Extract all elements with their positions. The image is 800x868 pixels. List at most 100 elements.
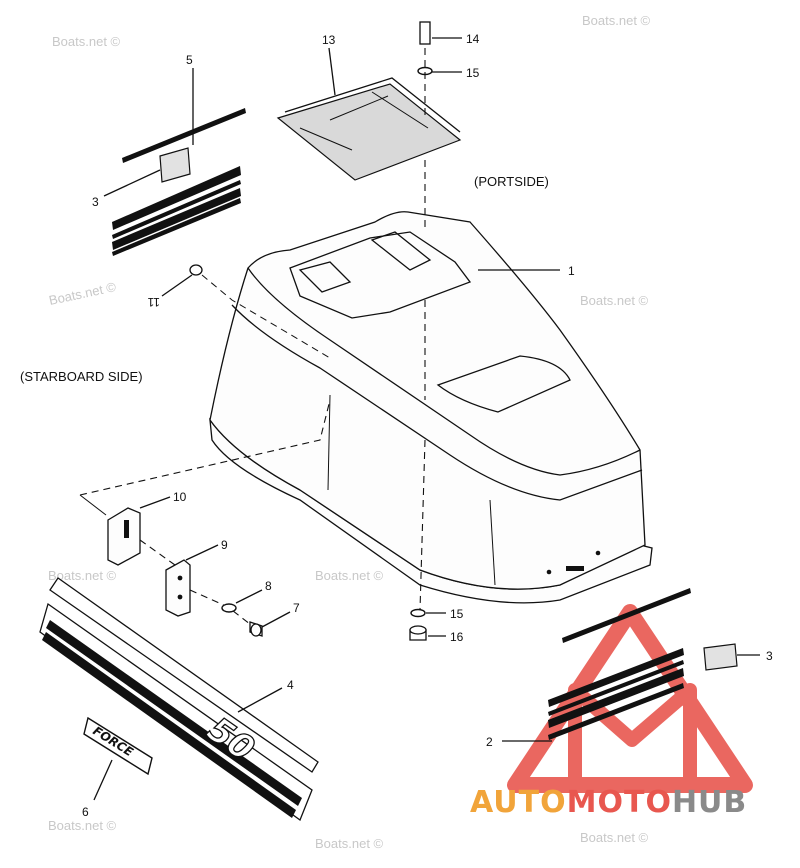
portside-caption: (PORTSIDE) — [474, 174, 549, 189]
cowl-recess — [436, 355, 571, 413]
leader-line — [161, 274, 193, 297]
callout-5: 5 — [186, 53, 193, 67]
decal-band — [49, 577, 319, 773]
cowl-hole — [546, 569, 552, 575]
watermark: Boats.net © — [580, 293, 649, 308]
watermark: Boats.net © — [580, 830, 649, 845]
callout-2: 2 — [486, 735, 493, 749]
assembly-line — [419, 48, 426, 611]
decal-stripe — [42, 632, 296, 818]
badge-plate — [83, 716, 153, 776]
leader-line — [93, 759, 113, 801]
assembly-line — [201, 274, 331, 359]
callout-9: 9 — [221, 538, 228, 552]
callout-numbers: 5 3 11 13 14 15 1 10 9 8 7 15 16 4 6 2 3 — [82, 32, 773, 819]
callout-3: 3 — [92, 195, 99, 209]
cowl-shoulder-line — [231, 304, 643, 501]
watermark: Boats.net © — [48, 818, 117, 833]
nut-top — [409, 625, 427, 635]
cowl-mount-boss — [298, 261, 352, 293]
stripe-decal — [112, 198, 241, 256]
callout-3: 3 — [766, 649, 773, 663]
callout-15: 15 — [450, 607, 464, 621]
washer-icon — [410, 608, 426, 618]
fasteners-vertical — [409, 21, 433, 641]
callout-10: 10 — [173, 490, 187, 504]
callout-14: 14 — [466, 32, 480, 46]
watermark: Boats.net © — [48, 279, 118, 308]
bracket-hole — [177, 575, 183, 581]
decal-4: 50 — [39, 577, 319, 822]
logo-triangle-icon — [507, 604, 753, 793]
screw-icon — [189, 264, 203, 276]
cowl-slot — [566, 566, 584, 571]
stripe-decal — [548, 648, 684, 707]
stripe-decal — [112, 180, 241, 239]
leader-line — [328, 47, 336, 96]
engine-cowl — [209, 211, 653, 604]
stripe-decal — [122, 108, 246, 163]
watermark: Boats.net © — [52, 34, 121, 49]
callout-15: 15 — [466, 66, 480, 80]
leader-line — [237, 687, 283, 713]
screw-11 — [189, 264, 331, 359]
leader-lines — [93, 37, 760, 801]
brand-part-3: HUB — [672, 785, 747, 820]
leader-line — [103, 169, 161, 197]
callout-16: 16 — [450, 630, 464, 644]
small-decal-3-icon — [703, 643, 738, 671]
cowl-seam — [489, 499, 496, 586]
stripe-decal — [548, 660, 684, 716]
stripe-decal — [562, 588, 691, 643]
leader-line — [185, 544, 219, 561]
stripe-decal — [112, 188, 241, 250]
callout-4: 4 — [287, 678, 294, 692]
callout-7: 7 — [293, 601, 300, 615]
cowl-edge — [247, 267, 641, 476]
stripe-decal — [112, 166, 241, 230]
watermark: Boats.net © — [582, 13, 651, 28]
cover-plate-edge — [284, 77, 461, 133]
brand-wordmark: AUTOMOTOHUB — [470, 785, 747, 820]
brand-part-2: MOTO — [567, 785, 672, 820]
callout-13: 13 — [322, 33, 336, 47]
callout-11: 11 — [147, 295, 160, 309]
watermark: Boats.net © — [315, 836, 384, 851]
assembly-line — [79, 494, 107, 516]
bracket-assembly — [79, 399, 331, 637]
decal-set-5 — [112, 108, 246, 256]
bracket-slot — [124, 520, 129, 538]
screw-7-head — [250, 623, 262, 637]
bracket-9-icon — [165, 559, 191, 617]
cowl-hole — [595, 550, 601, 556]
leader-line — [139, 496, 171, 509]
automotohub-logo — [507, 604, 753, 793]
callout-6: 6 — [82, 805, 89, 819]
washer-8-icon — [221, 603, 237, 613]
cowl-body — [209, 211, 646, 590]
leader-line — [235, 589, 263, 604]
assembly-line — [139, 539, 176, 566]
callout-1: 1 — [568, 264, 575, 278]
bracket-hole — [177, 594, 183, 600]
watermark: Boats.net © — [315, 568, 384, 583]
callout-8: 8 — [265, 579, 272, 593]
leader-line — [261, 611, 291, 628]
watermark: Boats.net © — [48, 568, 117, 583]
small-decal-3-icon — [159, 147, 191, 183]
starboard-caption: (STARBOARD SIDE) — [20, 369, 143, 384]
logo-m-icon — [568, 683, 697, 785]
stripe-decal — [548, 683, 684, 740]
cover-plate-ribs — [299, 91, 429, 151]
brand-part-1: AUTO — [470, 785, 567, 820]
assembly-line — [79, 399, 331, 496]
cowl-mount-boss — [370, 231, 432, 271]
stripe-decal — [548, 668, 684, 728]
badge-6: FORCE — [83, 716, 153, 776]
decal-set-2 — [548, 588, 738, 740]
decal-stripe — [46, 620, 302, 806]
cover-plate-body — [276, 83, 462, 181]
cowl-seam — [327, 394, 331, 491]
cover-plate — [276, 77, 462, 181]
